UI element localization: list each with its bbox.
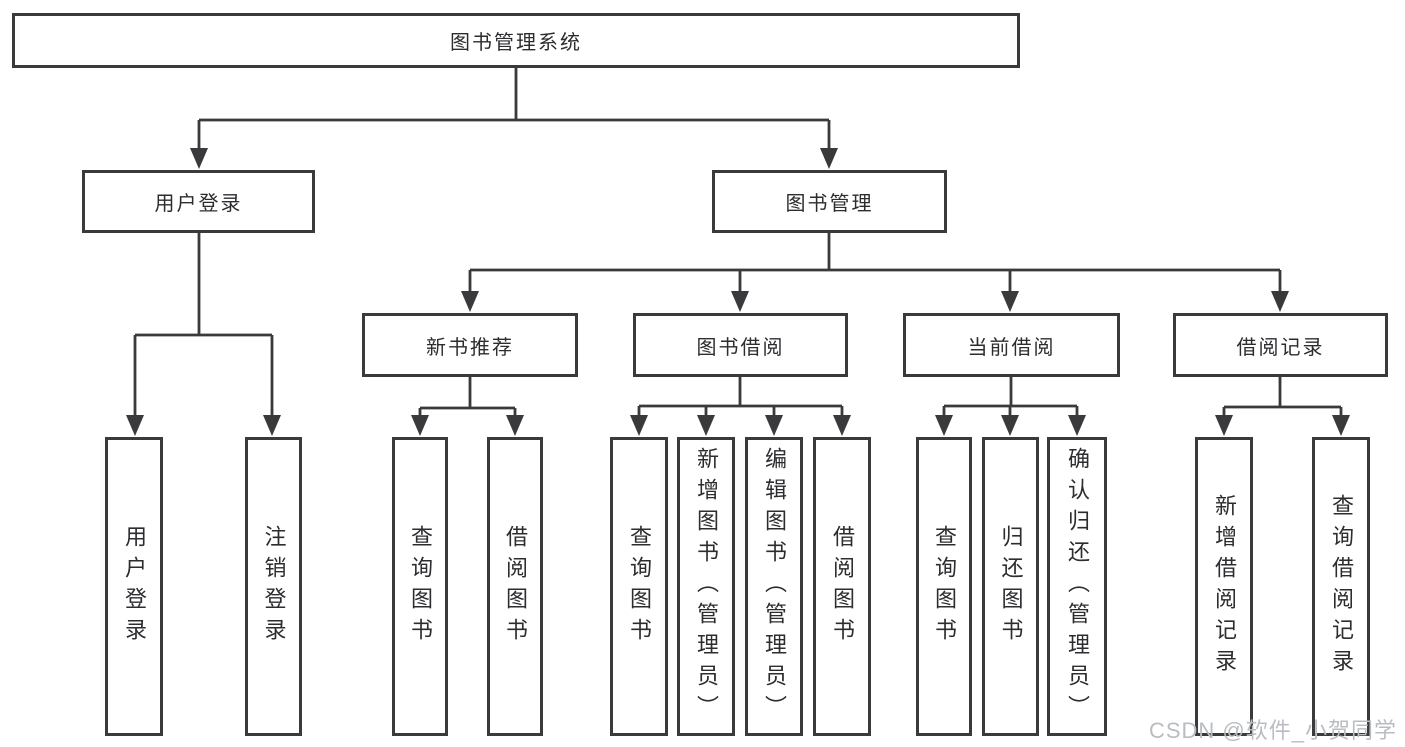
node-new-book-recommend: 新书推荐	[362, 313, 578, 377]
node-book-borrowing: 图书借阅	[633, 313, 848, 377]
leaf-borrow-books-borrowing: 借阅图书	[813, 437, 871, 736]
leaf-query-books-current: 查询图书	[916, 437, 972, 736]
node-current-borrowing: 当前借阅	[903, 313, 1120, 377]
node-root-system: 图书管理系统	[12, 13, 1020, 68]
connector-paths	[133, 68, 1343, 419]
leaf-user-login: 用户登录	[105, 437, 163, 736]
node-book-management: 图书管理	[712, 170, 947, 233]
node-user-login: 用户登录	[82, 170, 315, 233]
leaf-edit-books-admin: 编辑图书（管理员）	[745, 437, 803, 736]
leaf-return-books: 归还图书	[982, 437, 1039, 736]
leaf-query-books-borrowing: 查询图书	[610, 437, 668, 736]
leaf-add-books-admin: 新增图书（管理员）	[677, 437, 735, 736]
node-borrowing-records: 借阅记录	[1173, 313, 1388, 377]
leaf-confirm-return-admin: 确认归还（管理员）	[1047, 437, 1107, 736]
leaf-borrow-books-recommend: 借阅图书	[487, 437, 543, 736]
connector-arrowheads	[126, 148, 1350, 436]
csdn-watermark: CSDN @软件_小贺同学	[1148, 718, 1397, 743]
leaf-query-books-recommend: 查询图书	[392, 437, 448, 736]
leaf-add-borrow-record: 新增借阅记录	[1195, 437, 1253, 736]
leaf-logout: 注销登录	[245, 437, 302, 736]
leaf-query-borrow-record: 查询借阅记录	[1312, 437, 1370, 736]
